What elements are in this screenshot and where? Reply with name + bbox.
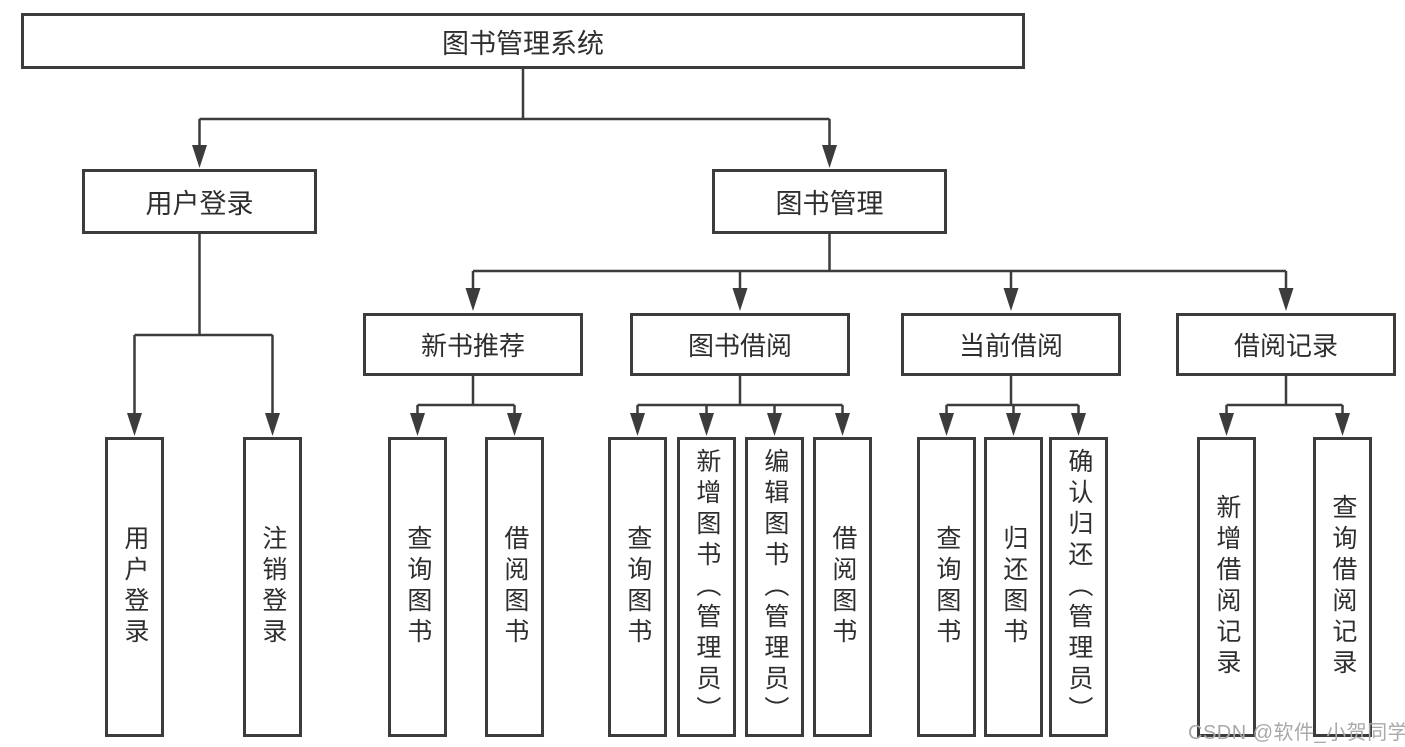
leaf-label: 归还图书 [999, 525, 1028, 649]
node-borrowing-records: 借阅记录 [1176, 313, 1396, 376]
leaf-label: 注销登录 [258, 525, 287, 649]
leaf-label: 确认归还（管理员） [1064, 447, 1093, 727]
node-current-borrowing: 当前借阅 [901, 313, 1121, 376]
csdn-watermark: CSDN @软件_小贺同学 [1188, 722, 1405, 744]
node-new-book-recommendation: 新书推荐 [363, 313, 583, 376]
node-book-borrowing: 图书借阅 [630, 313, 850, 376]
node-book-management: 图书管理 [712, 169, 947, 234]
leaf-add-borrow-record: 新增借阅记录 [1197, 437, 1256, 737]
leaf-query-books: 查询图书 [608, 437, 667, 737]
leaf-query-books: 查询图书 [388, 437, 447, 737]
leaf-label: 查询图书 [932, 525, 961, 649]
leaf-edit-books-admin: 编辑图书（管理员） [745, 437, 804, 737]
leaf-borrow-books: 借阅图书 [813, 437, 872, 737]
leaf-confirm-return-admin: 确认归还（管理员） [1049, 437, 1108, 737]
leaf-label: 查询图书 [403, 525, 432, 649]
leaf-label: 编辑图书（管理员） [760, 447, 789, 727]
leaf-label: 查询借阅记录 [1328, 494, 1357, 680]
leaf-logout: 注销登录 [243, 437, 302, 737]
leaf-return-books: 归还图书 [984, 437, 1043, 737]
leaf-borrow-books: 借阅图书 [485, 437, 544, 737]
node-library-management-system: 图书管理系统 [21, 13, 1025, 69]
leaf-user-login: 用户登录 [105, 437, 164, 737]
leaf-label: 新增图书（管理员） [692, 447, 721, 727]
leaf-label: 新增借阅记录 [1212, 494, 1241, 680]
leaf-query-books: 查询图书 [917, 437, 976, 737]
leaf-label: 借阅图书 [500, 525, 529, 649]
leaf-label: 查询图书 [623, 525, 652, 649]
leaf-label: 用户登录 [120, 525, 149, 649]
leaf-label: 借阅图书 [828, 525, 857, 649]
leaf-add-books-admin: 新增图书（管理员） [677, 437, 736, 737]
leaf-query-borrow-record: 查询借阅记录 [1313, 437, 1372, 737]
node-user-login: 用户登录 [82, 169, 317, 234]
